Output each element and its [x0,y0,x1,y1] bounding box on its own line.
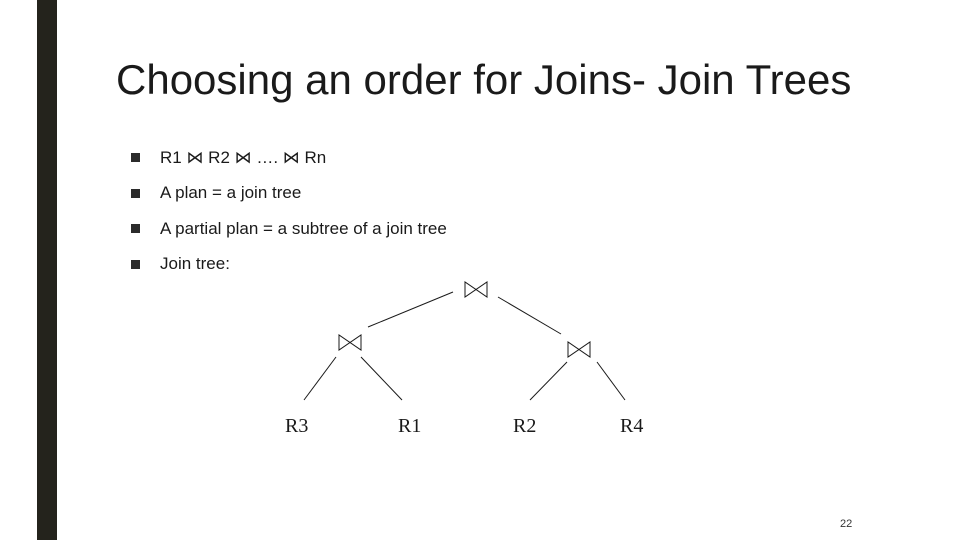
tree-edge [303,356,337,401]
bullet-text: Join tree: [160,254,230,274]
tree-edge [596,361,626,401]
square-bullet-icon [131,188,140,198]
bullet-text: A plan = a join tree [160,183,302,203]
square-bullet-icon [131,224,140,234]
accent-bar [37,0,57,540]
leaf-label-r1: R1 [398,415,421,437]
bullet-item: A partial plan = a subtree of a join tre… [131,211,447,247]
bullet-text: A partial plan = a subtree of a join tre… [160,218,447,238]
page-number: 22 [840,518,853,530]
join-node-right [567,341,591,358]
tree-edge [367,291,454,328]
leaf-label-r3: R3 [285,415,308,437]
bullet-list: R1 ⋈ R2 ⋈ …. ⋈ Rn A plan = a join tree A… [131,140,447,282]
leaf-label-r4: R4 [620,415,643,437]
tree-edge [529,361,568,401]
join-symbol-icon [567,341,591,358]
leaf-label-r2: R2 [513,415,536,437]
join-symbol-icon [338,334,362,351]
bullet-item: A plan = a join tree [131,176,447,212]
join-symbol-icon [464,281,488,298]
slide-title: Choosing an order for Joins- Join Trees [116,56,852,103]
tree-edge [497,296,562,335]
square-bullet-icon [131,153,140,163]
tree-edge [360,356,403,401]
square-bullet-icon [131,259,140,269]
bullet-item: R1 ⋈ R2 ⋈ …. ⋈ Rn [131,140,447,176]
bullet-item: Join tree: [131,247,447,283]
join-node-root [464,281,488,298]
join-node-left [338,334,362,351]
bullet-text: R1 ⋈ R2 ⋈ …. ⋈ Rn [160,147,327,167]
